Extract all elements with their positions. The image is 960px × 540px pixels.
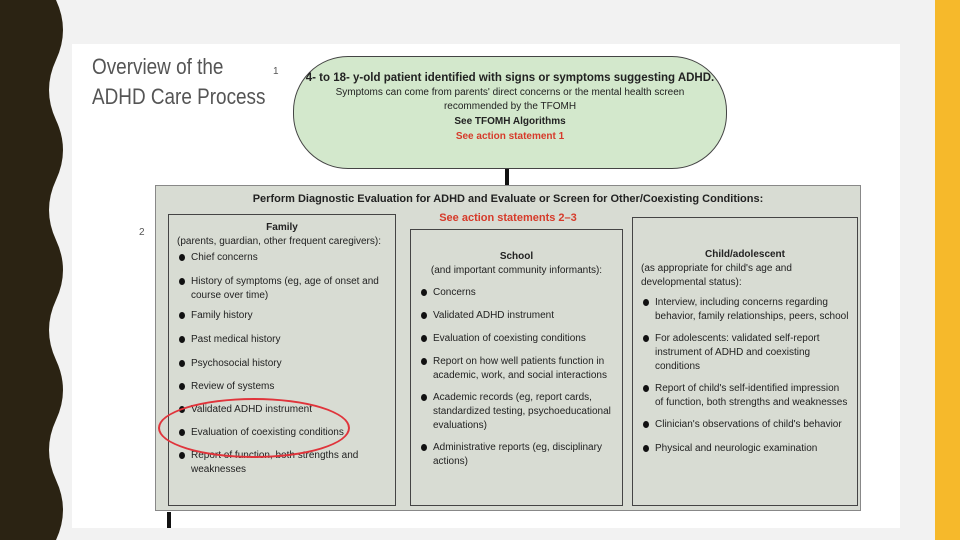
list-item: Report of child's self-identified impres… [641,382,849,410]
evaluation-action-statements: See action statements 2–3 [439,212,577,224]
bullet-icon [179,383,185,390]
bullet-icon [643,385,649,392]
bullet-icon [179,254,185,261]
family-subheading: (parents, guardian, other frequent careg… [177,236,381,247]
step-number-2: 2 [139,227,145,238]
bullet-icon [421,289,427,296]
bullet-icon [179,452,185,459]
bullet-icon [421,394,427,401]
right-accent-band [935,0,960,540]
evaluation-title: Perform Diagnostic Evaluation for ADHD a… [252,193,764,205]
bullet-icon [643,445,649,452]
bullet-icon [179,278,185,285]
bullet-icon [421,358,427,365]
family-column: Family (parents, guardian, other frequen… [168,214,396,506]
bullet-icon [179,336,185,343]
patient-identification-box: 4- to 18- y-old patient identified with … [293,56,727,169]
child-adolescent-column: Child/adolescent (as appropriate for chi… [632,217,858,506]
bullet-icon [643,335,649,342]
step-number-1: 1 [273,66,279,77]
list-item: Report on how well patients function in … [419,355,614,383]
bullet-icon [421,335,427,342]
slide-title: Overview of the ADHD Care Process [92,52,266,112]
family-heading: Family [266,222,298,233]
top-box-line3: See TFOMH Algorithms [454,116,566,127]
top-box-line2b: recommended by the TFOMH [443,101,577,112]
list-item: Administrative reports (eg, disciplinary… [419,441,614,469]
list-item: Academic records (eg, report cards, stan… [419,391,614,433]
list-item: Psychosocial history [177,357,387,371]
list-item: History of symptoms (eg, age of onset an… [177,275,387,303]
top-box-line1: 4- to 18- y-old patient identified with … [305,72,715,84]
highlight-circle [158,398,350,458]
school-subheading: (and important community informants): [430,265,603,276]
left-decorative-band [0,0,63,540]
list-item: Interview, including concerns regarding … [641,296,849,324]
list-item: Concerns [419,286,614,300]
child-subheading: (as appropriate for child's age and deve… [641,263,792,288]
list-item: Past medical history [177,333,387,347]
bullet-icon [643,299,649,306]
bullet-icon [421,312,427,319]
school-heading: School [499,251,534,262]
list-item: For adolescents: validated self-report i… [641,332,849,374]
child-heading: Child/adolescent [704,249,785,260]
list-item: Clinician's observations of child's beha… [641,418,849,432]
connector-arrow-top [505,169,509,186]
top-box-line2a: Symptoms can come from parents' direct c… [335,87,685,98]
bullet-icon [421,444,427,451]
list-item: Validated ADHD instrument [419,309,614,323]
list-item: Review of systems [177,380,387,394]
school-column: School (and important community informan… [410,229,623,506]
list-item: Family history [177,309,387,323]
top-box-action-statement: See action statement 1 [455,131,565,142]
list-item: Chief concerns [177,251,387,265]
bullet-icon [179,312,185,319]
list-item: Evaluation of coexisting conditions [419,332,614,346]
bullet-icon [179,360,185,367]
bullet-icon [643,421,649,428]
connector-arrow-bottom [167,512,171,528]
list-item: Physical and neurologic examination [641,442,849,456]
slide-title-line1: Overview of the [92,54,224,79]
slide-title-line2: ADHD Care Process [92,84,266,109]
